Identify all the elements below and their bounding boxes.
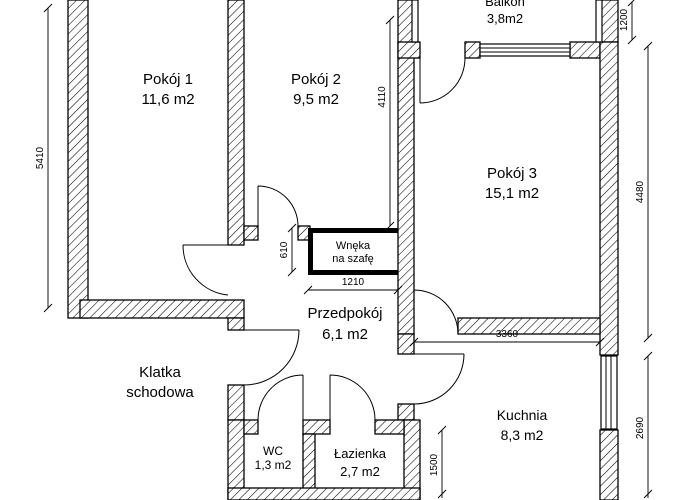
room-label-balkon-name: Balkon	[485, 0, 525, 9]
wall-wc-top-stub	[243, 419, 259, 435]
dimension-line-1200	[627, 0, 637, 45]
room-label-lazienka-name: Łazienka	[334, 446, 387, 461]
room-label-pokoj3-name: Pokój 3	[487, 165, 537, 182]
room-label-pokoj1-name: Pokój 1	[143, 71, 193, 88]
wall-pokoj1-pokoj2-divider	[227, 0, 245, 246]
wall-wc-left	[227, 419, 245, 500]
door-arc-pokoj1	[182, 244, 229, 296]
dimension-label-1200: 1200	[619, 8, 630, 31]
dimension-label-2690: 2690	[635, 416, 646, 439]
room-label-przedpokoj-name: Przedpokój	[307, 305, 382, 322]
kuchnia-window-frame	[600, 355, 618, 430]
wall-hall-kuchnia-bottom-stub	[397, 403, 415, 421]
dimension-lines	[43, 0, 653, 499]
wall-lazienka-right	[403, 419, 421, 500]
room-label-kuchnia-name: Kuchnia	[497, 407, 548, 423]
dimension-label-1500: 1500	[429, 453, 440, 476]
wall-hall-kuchnia-top-stub	[397, 333, 415, 355]
room-label-kuchnia-area: 8,3 m2	[501, 427, 544, 443]
wall-pokoj1-bottom	[79, 299, 245, 319]
doors	[182, 57, 466, 421]
door-arc-pokoj2	[257, 185, 299, 227]
balkon-window-frame	[479, 43, 571, 57]
kuchnia-window-symbol	[600, 355, 618, 430]
wneka-wall-top	[308, 228, 398, 233]
room-label-wneka-line1: Wnęka	[336, 240, 371, 252]
wall-lazienka-top-stub	[374, 419, 405, 435]
wall-bottom	[227, 487, 421, 500]
wall-wc-lazienka-divider	[302, 433, 316, 500]
balkon-window-symbol	[479, 43, 571, 57]
dimension-labels: 5410 4110 1200 4480 610 1210 3360 2690 1…	[35, 8, 646, 476]
room-label-balkon-area: 3,8m2	[487, 11, 523, 26]
dimension-label-4110: 4110	[377, 86, 388, 108]
wall-pokoj2-bottom-left-stub	[243, 225, 259, 241]
balcony-parapet-right	[595, 0, 603, 43]
walls	[67, 0, 619, 500]
room-label-pokoj2-name: Pokój 2	[291, 71, 341, 88]
wall-entrance-bottom-stub	[227, 384, 245, 421]
dimension-label-610: 610	[279, 241, 290, 258]
wall-balkon-left-segment	[397, 41, 421, 59]
wneka-wall-bottom	[308, 270, 398, 275]
wall-kuchnia-top	[457, 317, 601, 335]
wall-right-exterior-bottom	[599, 429, 619, 500]
dimension-label-1210: 1210	[342, 277, 365, 288]
door-arc-balkon	[419, 57, 466, 104]
room-label-wneka-line2: na szafę	[332, 253, 374, 265]
dimension-label-5410: 5410	[35, 146, 46, 169]
room-label-pokoj2-area: 9,5 m2	[293, 91, 339, 108]
wall-wc-lazienka-top-stub	[302, 419, 331, 435]
door-arc-pokoj3	[413, 289, 459, 335]
dimension-line-4110	[385, 15, 395, 231]
door-arc-kuchnia	[413, 353, 465, 405]
room-labels: Pokój 1 11,6 m2 Pokój 2 9,5 m2 Balkon 3,…	[126, 0, 547, 479]
room-label-klatka-line2: schodowa	[126, 384, 194, 401]
room-label-pokoj1-area: 11,6 m2	[141, 91, 194, 108]
room-label-lazienka-area: 2,7 m2	[340, 464, 380, 479]
dimension-line-2690	[643, 351, 653, 499]
wall-balkon-right-segment	[569, 41, 601, 59]
wneka-wall-left	[308, 228, 313, 275]
wall-left-exterior	[67, 0, 89, 319]
room-label-pokoj3-area: 15,1 m2	[485, 185, 539, 202]
wall-balkon-mid-segment	[464, 41, 481, 59]
room-label-wc-area: 1,3 m2	[255, 458, 292, 472]
room-label-wc-name: WC	[263, 444, 283, 458]
wall-entrance-top-stub	[227, 317, 245, 331]
wall-right-exterior	[599, 41, 619, 356]
dimension-label-3360: 3360	[496, 329, 519, 340]
wall-right-exterior-top	[599, 0, 619, 43]
balcony-parapet-left	[411, 0, 419, 43]
dimension-line-1210	[303, 285, 403, 295]
dimension-line-5410	[43, 3, 53, 313]
dimension-line-4480	[643, 41, 653, 343]
room-label-klatka-line1: Klatka	[139, 364, 181, 381]
dimension-line-610	[287, 223, 297, 277]
wneka-walls	[308, 228, 398, 275]
dimension-line-3360	[409, 337, 605, 347]
dimension-line-1500	[437, 425, 447, 499]
door-arc-wc	[257, 374, 304, 421]
balcony-parapet	[411, 0, 603, 43]
dimension-label-4480: 4480	[635, 180, 646, 203]
door-arc-entrance	[243, 329, 300, 386]
room-label-przedpokoj-area: 6,1 m2	[322, 326, 368, 343]
door-arc-lazienka	[329, 374, 376, 421]
windows	[479, 43, 618, 430]
